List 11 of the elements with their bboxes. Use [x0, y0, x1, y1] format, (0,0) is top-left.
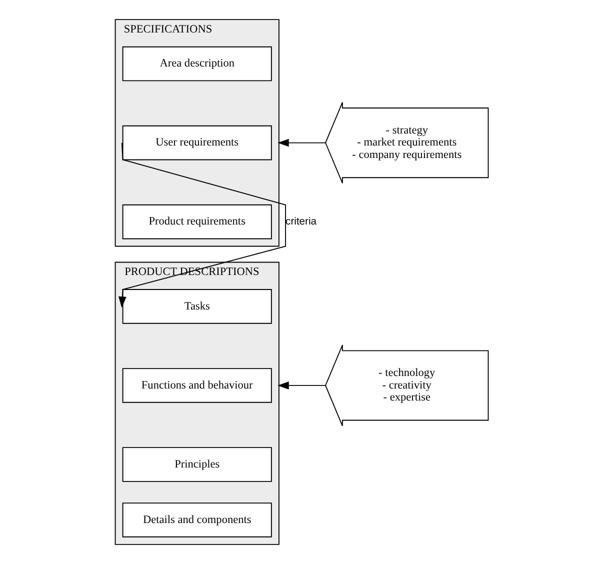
node-box: Details and components: [122, 502, 272, 538]
node-box: Functions and behaviour: [122, 368, 272, 403]
node-box: User requirements: [122, 125, 272, 160]
arrow: [277, 382, 326, 390]
arrow: [118, 142, 286, 308]
arrow: [277, 138, 326, 147]
edge-label: criteria: [285, 216, 316, 228]
node-box: Product requirements: [122, 204, 272, 240]
node-box: Principles: [122, 447, 272, 482]
node-box: Area description: [122, 46, 272, 82]
node-box: Tasks: [122, 289, 272, 324]
